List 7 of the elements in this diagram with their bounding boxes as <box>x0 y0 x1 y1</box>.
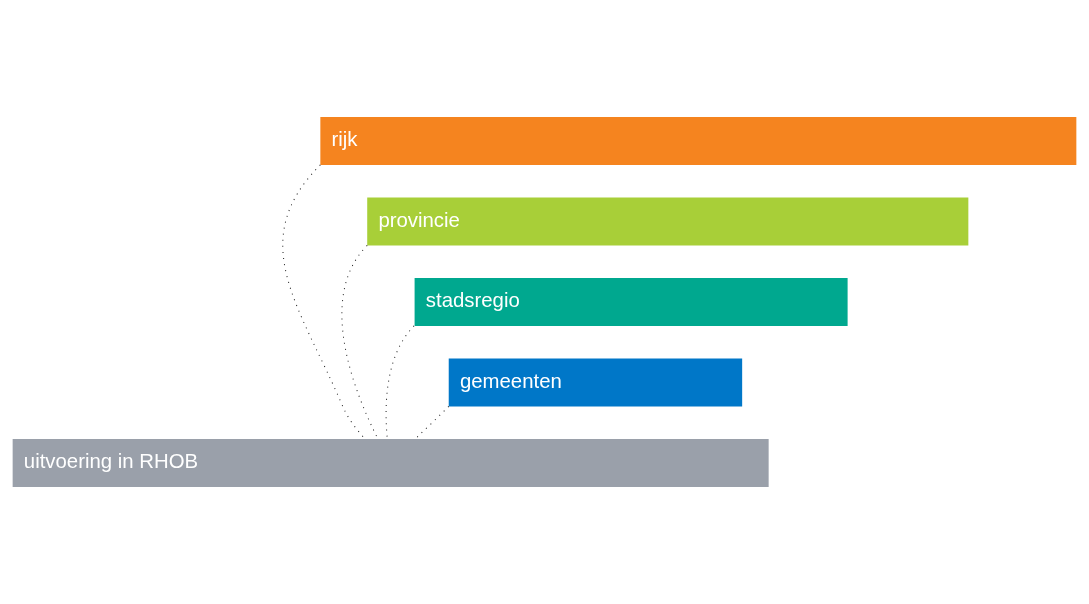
node-box: gemeenten <box>448 358 743 407</box>
node-box: provincie <box>367 197 969 246</box>
node-box: uitvoering in RHOB <box>12 439 769 487</box>
connector <box>341 244 379 440</box>
node-box: rijk <box>320 117 1077 165</box>
node-box: stadsregio <box>414 278 848 326</box>
connector <box>282 164 366 440</box>
